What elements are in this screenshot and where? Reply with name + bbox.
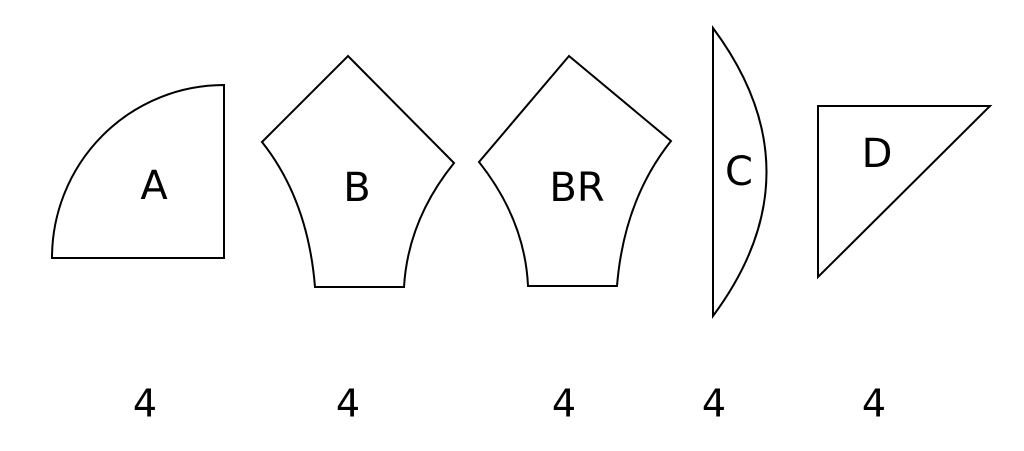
piece-a-shape [50, 83, 225, 259]
piece-a-label: A [140, 163, 168, 209]
piece-c: C 4 [702, 24, 768, 426]
piece-br: BR 4 [477, 54, 673, 426]
piece-br-shape [477, 54, 673, 287]
piece-d-shape [817, 105, 993, 280]
piece-d-label: D [862, 131, 893, 177]
piece-b-label: B [343, 165, 370, 211]
piece-c-label: C [725, 149, 753, 195]
piece-d: D 4 [817, 105, 993, 426]
piece-b-shape [260, 54, 456, 288]
piece-a-count: 4 [133, 382, 157, 426]
piece-b-count: 4 [336, 382, 360, 426]
piece-d-count: 4 [862, 382, 886, 426]
piece-c-count: 4 [702, 382, 726, 426]
piece-br-count: 4 [552, 382, 576, 426]
piece-a: A 4 [50, 83, 225, 426]
piece-c-shape [712, 24, 768, 320]
piece-br-label: BR [549, 165, 604, 211]
piece-b: B 4 [260, 54, 456, 426]
